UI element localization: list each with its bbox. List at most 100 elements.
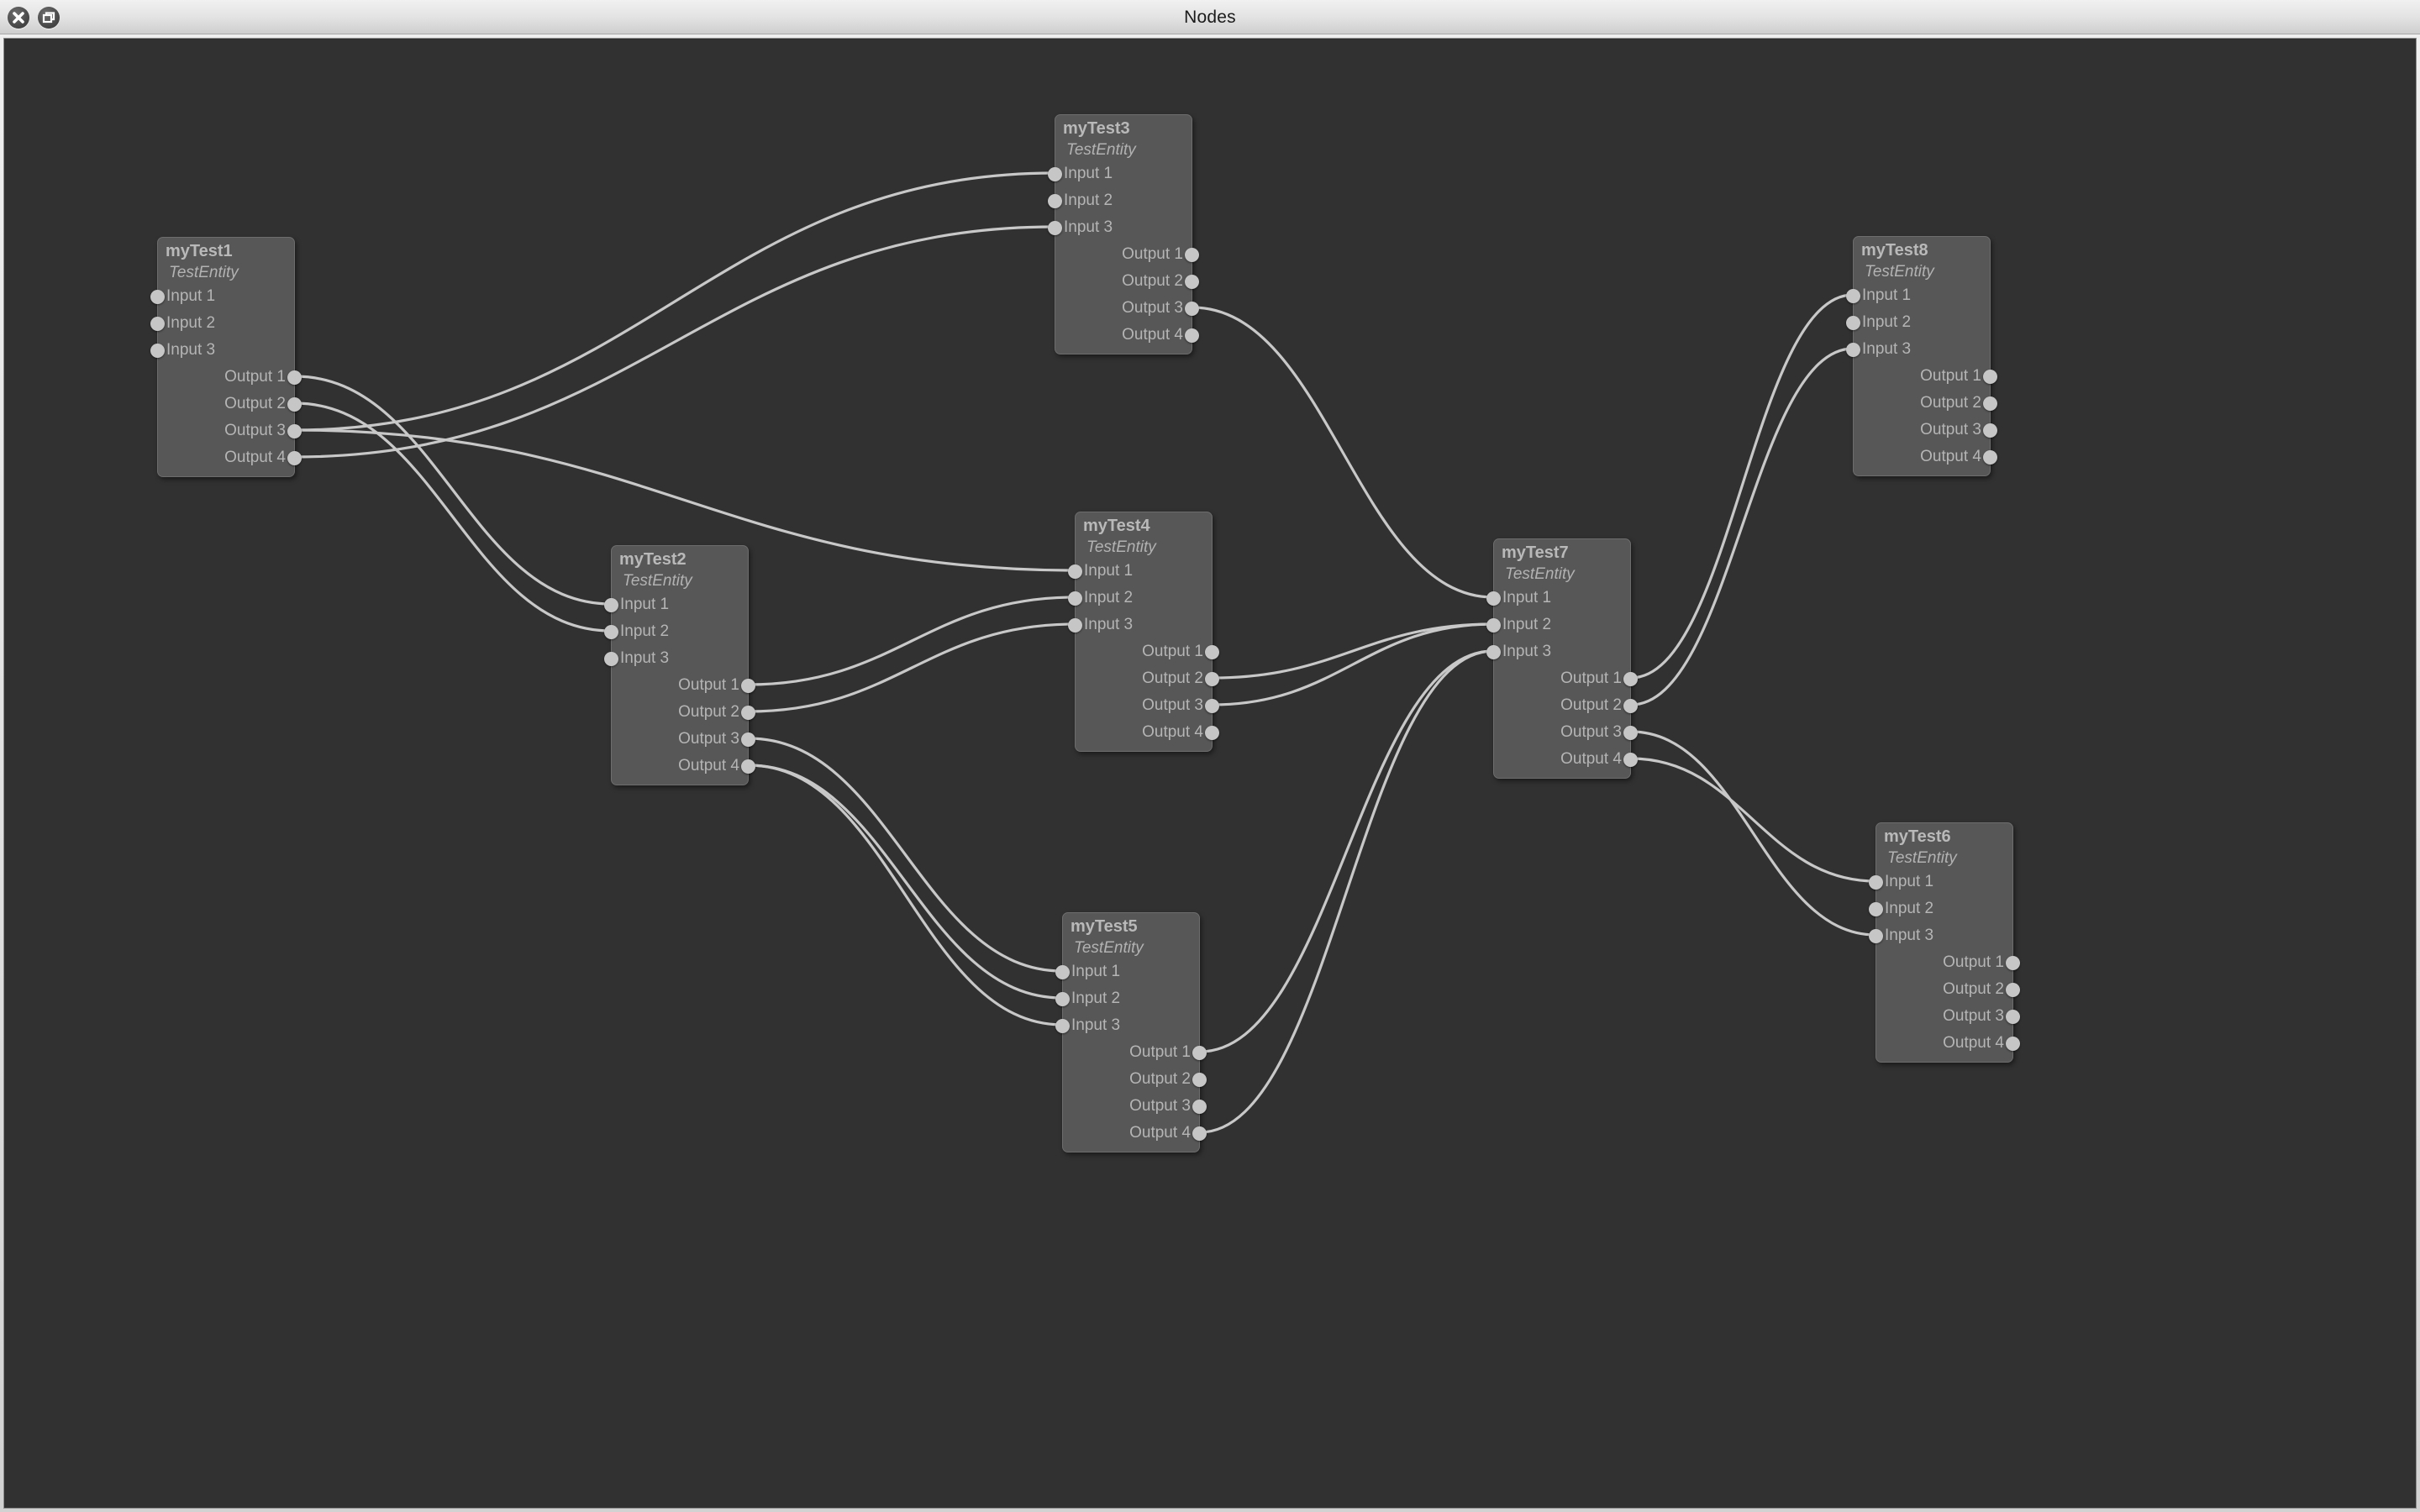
output-port-row[interactable]: Output 3 <box>158 417 302 444</box>
output-port-row[interactable]: Output 2 <box>1055 268 1199 295</box>
output-port-dot[interactable] <box>287 424 302 438</box>
output-port-dot[interactable] <box>1983 423 1997 438</box>
connection-wire[interactable] <box>293 171 1056 432</box>
output-port-row[interactable]: Output 1 <box>1494 665 1638 692</box>
input-port-dot[interactable] <box>1486 618 1501 633</box>
connection-wire[interactable] <box>1629 730 1877 937</box>
output-port-row[interactable]: Output 2 <box>1494 692 1638 719</box>
output-port-dot[interactable] <box>1623 726 1638 740</box>
input-port-dot[interactable] <box>1846 343 1860 357</box>
output-port-dot[interactable] <box>1623 672 1638 686</box>
connection-wire[interactable] <box>1198 649 1495 1053</box>
connection-wire[interactable] <box>747 622 1076 713</box>
output-port-dot[interactable] <box>1623 753 1638 767</box>
input-port-dot[interactable] <box>1048 194 1062 208</box>
output-port-row[interactable]: Output 3 <box>1076 692 1219 719</box>
output-port-row[interactable]: Output 2 <box>158 391 302 417</box>
input-port-row[interactable]: Input 3 <box>1869 922 2012 949</box>
input-port-dot[interactable] <box>1055 992 1070 1006</box>
input-port-dot[interactable] <box>1048 221 1062 235</box>
input-port-dot[interactable] <box>150 290 165 304</box>
input-port-dot[interactable] <box>604 652 618 666</box>
input-port-dot[interactable] <box>1486 645 1501 659</box>
output-port-dot[interactable] <box>287 370 302 385</box>
output-port-dot[interactable] <box>287 451 302 465</box>
input-port-row[interactable]: Input 1 <box>1869 869 2012 895</box>
output-port-row[interactable]: Output 2 <box>1076 665 1219 692</box>
close-icon[interactable] <box>8 7 29 29</box>
input-port-row[interactable]: Input 3 <box>1846 336 1990 363</box>
output-port-row[interactable]: Output 3 <box>1854 417 1997 444</box>
input-port-row[interactable]: Input 2 <box>604 618 748 645</box>
input-port-dot[interactable] <box>1869 875 1883 890</box>
output-port-row[interactable]: Output 4 <box>1876 1030 2020 1057</box>
output-port-row[interactable]: Output 1 <box>612 672 755 699</box>
output-port-dot[interactable] <box>2006 1010 2020 1024</box>
output-port-dot[interactable] <box>741 679 755 693</box>
output-port-row[interactable]: Output 2 <box>1854 390 1997 417</box>
output-port-dot[interactable] <box>1192 1126 1207 1141</box>
input-port-dot[interactable] <box>1869 902 1883 916</box>
output-port-row[interactable]: Output 4 <box>1494 746 1638 773</box>
connection-wire[interactable] <box>293 402 613 633</box>
input-port-row[interactable]: Input 2 <box>1846 309 1990 336</box>
output-port-row[interactable]: Output 1 <box>1876 949 2020 976</box>
input-port-dot[interactable] <box>1068 618 1082 633</box>
input-port-row[interactable]: Input 1 <box>1846 282 1990 309</box>
output-port-row[interactable]: Output 4 <box>1063 1120 1207 1147</box>
connection-wire[interactable] <box>747 737 1064 973</box>
output-port-dot[interactable] <box>1185 275 1199 289</box>
connection-wire[interactable] <box>747 764 1064 1000</box>
output-port-row[interactable]: Output 2 <box>612 699 755 726</box>
output-port-dot[interactable] <box>741 732 755 747</box>
output-port-row[interactable]: Output 1 <box>1076 638 1219 665</box>
output-port-row[interactable]: Output 4 <box>612 753 755 780</box>
connection-wire[interactable] <box>293 428 1076 572</box>
input-port-row[interactable]: Input 1 <box>1486 585 1630 612</box>
connection-wire[interactable] <box>1629 757 1877 883</box>
input-port-row[interactable]: Input 1 <box>1048 160 1192 187</box>
output-port-dot[interactable] <box>287 397 302 412</box>
input-port-row[interactable]: Input 1 <box>1055 958 1199 985</box>
output-port-dot[interactable] <box>1205 726 1219 740</box>
input-port-dot[interactable] <box>1055 1019 1070 1033</box>
output-port-dot[interactable] <box>1983 396 1997 411</box>
input-port-row[interactable]: Input 2 <box>150 310 294 337</box>
output-port-row[interactable]: Output 3 <box>1494 719 1638 746</box>
input-port-dot[interactable] <box>1068 591 1082 606</box>
input-port-row[interactable]: Input 3 <box>1068 612 1212 638</box>
input-port-row[interactable]: Input 3 <box>604 645 748 672</box>
output-port-dot[interactable] <box>2006 983 2020 997</box>
output-port-row[interactable]: Output 4 <box>1076 719 1219 746</box>
input-port-row[interactable]: Input 1 <box>150 283 294 310</box>
output-port-dot[interactable] <box>1983 450 1997 465</box>
output-port-dot[interactable] <box>1185 302 1199 316</box>
connection-wire[interactable] <box>1629 293 1854 680</box>
output-port-row[interactable]: Output 4 <box>158 444 302 471</box>
output-port-dot[interactable] <box>1185 328 1199 343</box>
connection-wire[interactable] <box>1211 622 1495 706</box>
input-port-row[interactable]: Input 2 <box>1055 985 1199 1012</box>
input-port-dot[interactable] <box>1846 289 1860 303</box>
output-port-row[interactable]: Output 1 <box>1063 1039 1207 1066</box>
input-port-dot[interactable] <box>150 317 165 331</box>
input-port-row[interactable]: Input 3 <box>1486 638 1630 665</box>
output-port-dot[interactable] <box>1623 699 1638 713</box>
output-port-dot[interactable] <box>1205 645 1219 659</box>
output-port-dot[interactable] <box>1205 672 1219 686</box>
input-port-dot[interactable] <box>1068 564 1082 579</box>
output-port-dot[interactable] <box>2006 1037 2020 1051</box>
output-port-row[interactable]: Output 1 <box>158 364 302 391</box>
input-port-dot[interactable] <box>1869 929 1883 943</box>
connection-wire[interactable] <box>1191 306 1495 599</box>
output-port-row[interactable]: Output 2 <box>1063 1066 1207 1093</box>
input-port-dot[interactable] <box>1048 167 1062 181</box>
output-port-dot[interactable] <box>741 759 755 774</box>
input-port-row[interactable]: Input 2 <box>1869 895 2012 922</box>
